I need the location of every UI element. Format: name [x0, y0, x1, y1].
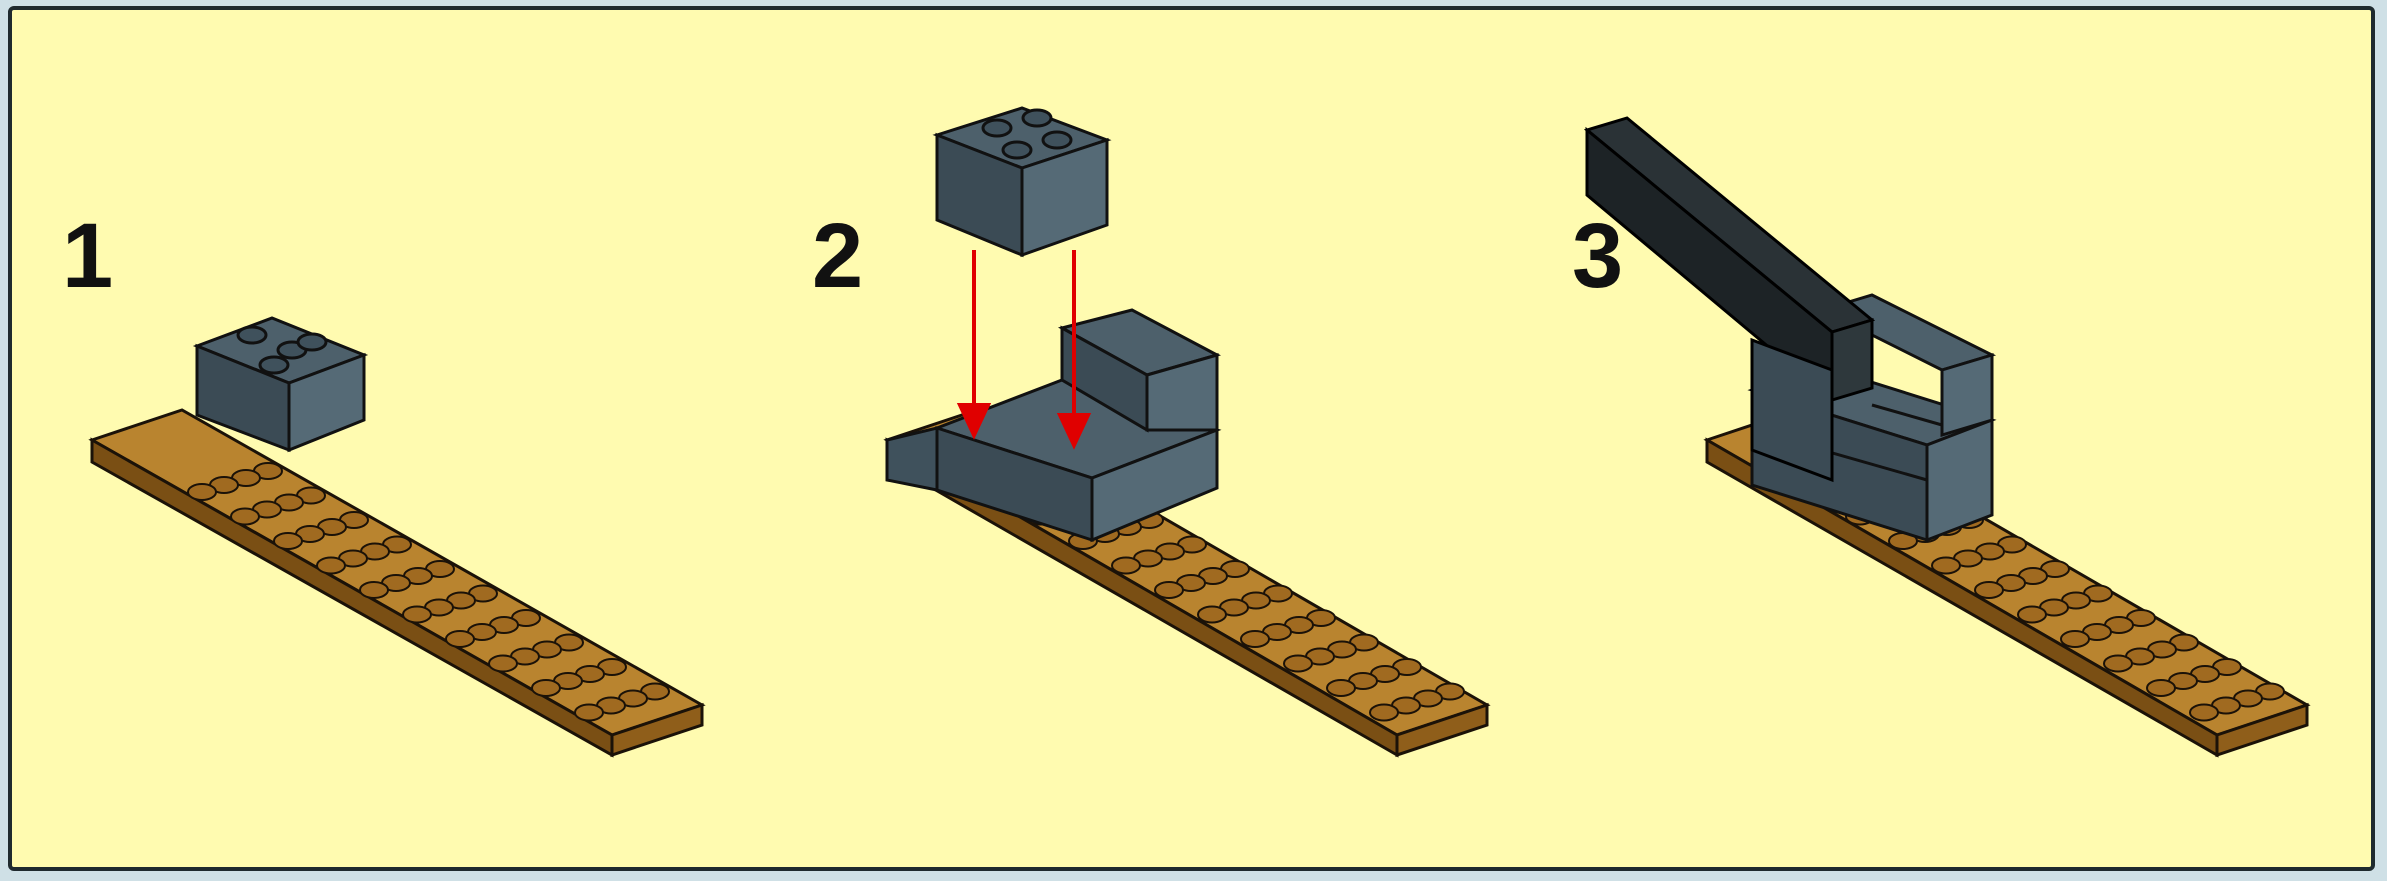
baseplate-stud — [360, 582, 388, 598]
baseplate-stud — [1112, 558, 1140, 574]
instruction-panel: 1 2 — [8, 6, 2375, 871]
baseplate-stud — [1932, 558, 1960, 574]
baseplate-stud — [1284, 656, 1312, 672]
step-1-illustration — [12, 10, 792, 867]
baseplate-stud — [575, 705, 603, 721]
baseplate-stud — [2018, 607, 2046, 623]
baseplate-stud — [1327, 680, 1355, 696]
step-2-illustration — [792, 10, 1572, 867]
baseplate-stud — [1975, 582, 2003, 598]
step-3-illustration — [1572, 10, 2372, 867]
black-brick-1x8 — [1587, 118, 1872, 480]
step-1: 1 — [12, 10, 792, 867]
grey-brick-2x2 — [197, 318, 364, 450]
baseplate-stud — [2061, 631, 2089, 647]
step-2: 2 — [792, 10, 1572, 867]
baseplate-stud — [2104, 656, 2132, 672]
baseplate-stud — [2190, 705, 2218, 721]
baseplate-stud — [1155, 582, 1183, 598]
step-3: 3 — [1572, 10, 2372, 867]
baseplate-stud — [274, 533, 302, 549]
baseplate-stud — [1370, 705, 1398, 721]
baseplate-stud — [1198, 607, 1226, 623]
baseplate-stud — [446, 631, 474, 647]
falling-grey-brick-2x2 — [937, 108, 1107, 255]
baseplate-stud — [231, 509, 259, 525]
baseplate-stud — [2147, 680, 2175, 696]
baseplate-stud — [403, 607, 431, 623]
baseplate-stud — [317, 558, 345, 574]
baseplate-stud — [1241, 631, 1269, 647]
baseplate-stud — [188, 484, 216, 500]
baseplate-stud — [489, 656, 517, 672]
baseplate-stud — [532, 680, 560, 696]
